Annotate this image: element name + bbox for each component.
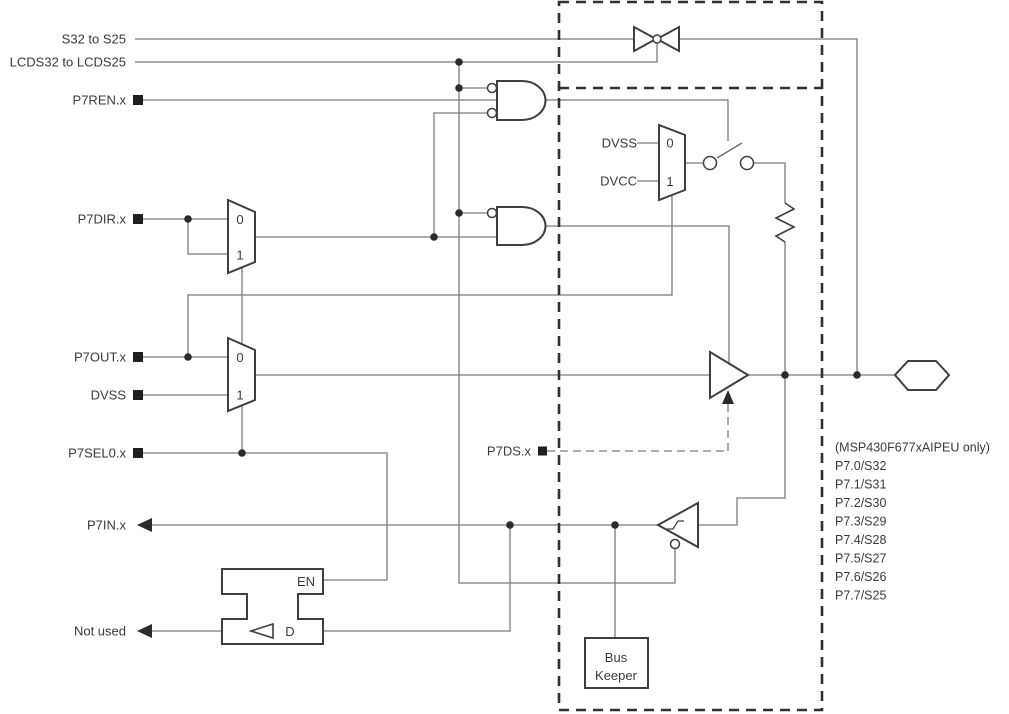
mux-input0-label: 0 (236, 212, 243, 227)
pin-list-item: P7.1/S31 (835, 478, 886, 492)
dvss-label: DVSS (602, 136, 638, 151)
inverter-bubble-icon (486, 82, 498, 94)
mux-input1-label: 1 (236, 248, 243, 263)
dvcc-label: DVCC (600, 174, 637, 189)
p7ds-label: P7DS.x (487, 444, 532, 459)
not-used-arrow-icon (137, 624, 152, 638)
module-boundary-dashed-box (557, 0, 824, 712)
and-gate-icon (496, 206, 547, 246)
pin-list-item: P7.4/S28 (835, 533, 886, 547)
latch-en-label: EN (297, 574, 315, 589)
mux-trapezoid-icon (658, 123, 686, 202)
latch-outline-icon (221, 568, 324, 645)
wire-dvss-dvcc-stubs (637, 142, 659, 182)
schmitt-buffer-triangle-icon (655, 501, 699, 549)
latch-d-label: D (285, 624, 294, 639)
wire-resistor-chain (754, 162, 786, 375)
wire-lcds32 (135, 43, 658, 63)
wire-s32-to-pad (679, 38, 858, 375)
and-gate-output-enable (486, 206, 547, 246)
p7sel0-terminal-square-icon (133, 448, 143, 458)
wire-lcds32-branch (458, 62, 676, 584)
mux-input1-label: 1 (666, 174, 673, 189)
pin-list-item: P7.3/S29 (835, 515, 886, 529)
transmission-gate-bubble-icon (652, 34, 662, 44)
transmission-gate-right-triangle-icon (654, 25, 680, 53)
mux-trapezoid-icon (227, 198, 256, 275)
p7in-arrow-icon (137, 518, 152, 532)
pin-list-item: P7.0/S32 (835, 459, 886, 473)
io-pad-hexagon-icon (893, 360, 951, 391)
p7out-mux: 0 1 (227, 336, 256, 413)
p7ren-label: P7REN.x (73, 93, 127, 108)
mux-trapezoid-icon (227, 336, 256, 413)
schmitt-input-buffer (655, 501, 699, 550)
bus-keeper-label-line2: Keeper (595, 668, 638, 683)
p7ds-arrow-up-icon (722, 390, 734, 404)
p7ds-dashed-path (547, 390, 734, 452)
switch-lever-icon (716, 142, 743, 159)
wire-ren-gate-to-switch (545, 99, 729, 141)
p7dir-label: P7DIR.x (78, 212, 127, 227)
mux-input0-label: 0 (236, 350, 243, 365)
enable-bubble-icon (669, 538, 681, 550)
inverter-bubble-icon (486, 207, 498, 219)
mux-input0-label: 0 (666, 136, 673, 151)
p7sel0-label: P7SEL0.x (68, 446, 126, 461)
switch-contact-icon (702, 155, 718, 171)
bus-keeper-box (584, 637, 649, 689)
transmission-gate-left-triangle-icon (633, 25, 659, 53)
p7dir-mux: 0 1 (227, 198, 256, 275)
p7ren-terminal-square-icon (133, 95, 143, 105)
wire-p7dir-in1 (187, 219, 228, 255)
pin-list-item: P7.5/S27 (835, 552, 886, 566)
not-used-label: Not used (74, 624, 126, 639)
s32-label: S32 to S25 (62, 32, 126, 47)
lcd-transmission-gate (633, 25, 680, 53)
resistor-icon (774, 202, 796, 243)
pin-list-item: P7.6/S26 (835, 570, 886, 584)
pin-list-note: (MSP430F677xAIPEU only) (835, 441, 990, 455)
pin-list-item: P7.2/S30 (835, 496, 886, 510)
pin-list: (MSP430F677xAIPEU only) P7.0/S32 P7.1/S3… (835, 441, 990, 603)
mux-input1-label: 1 (236, 388, 243, 403)
lcds32-label: LCDS32 to LCDS25 (10, 55, 126, 70)
wire-p7out-to-pullmux-select (187, 195, 673, 357)
signal-terminals (133, 95, 547, 638)
dvss-terminal-square-icon (133, 390, 143, 400)
p7in-label: P7IN.x (87, 518, 127, 533)
signal-labels: S32 to S25 LCDS32 to LCDS25 P7REN.x P7DI… (10, 32, 532, 639)
pullup-pulldown-mux: 0 1 DVSS DVCC (600, 123, 686, 202)
and-gate-icon (496, 80, 547, 121)
dvss-input-label: DVSS (91, 388, 127, 403)
wire-p7sel0-to-latch-en (143, 452, 388, 581)
latch-clock-triangle-icon (248, 622, 274, 640)
wire-p7ds-dashed (547, 402, 729, 452)
pull-resistor-switch (702, 142, 755, 171)
wire-dir-to-topgate (433, 112, 487, 237)
output-driver-buffer-icon (709, 350, 750, 400)
wire-p7in-to-latch-d (323, 525, 511, 632)
p7ds-terminal-square-icon (538, 446, 547, 456)
wire-pad-to-schmitt (698, 375, 786, 526)
input-latch: EN D (221, 568, 324, 645)
p7out-terminal-square-icon (133, 352, 143, 362)
bus-keeper-label-line1: Bus (605, 650, 628, 665)
wire-output-enable (538, 225, 730, 363)
and-gate-ren (486, 80, 547, 121)
hysteresis-icon (667, 520, 684, 530)
switch-contact-icon (739, 155, 755, 171)
pin-list-item: P7.7/S25 (835, 589, 886, 603)
p7dir-terminal-square-icon (133, 214, 143, 224)
inverter-bubble-icon (486, 107, 498, 119)
junction-dots (184, 58, 861, 529)
wires (135, 38, 895, 638)
bus-keeper: Bus Keeper (584, 637, 649, 689)
p7out-label: P7OUT.x (74, 350, 127, 365)
